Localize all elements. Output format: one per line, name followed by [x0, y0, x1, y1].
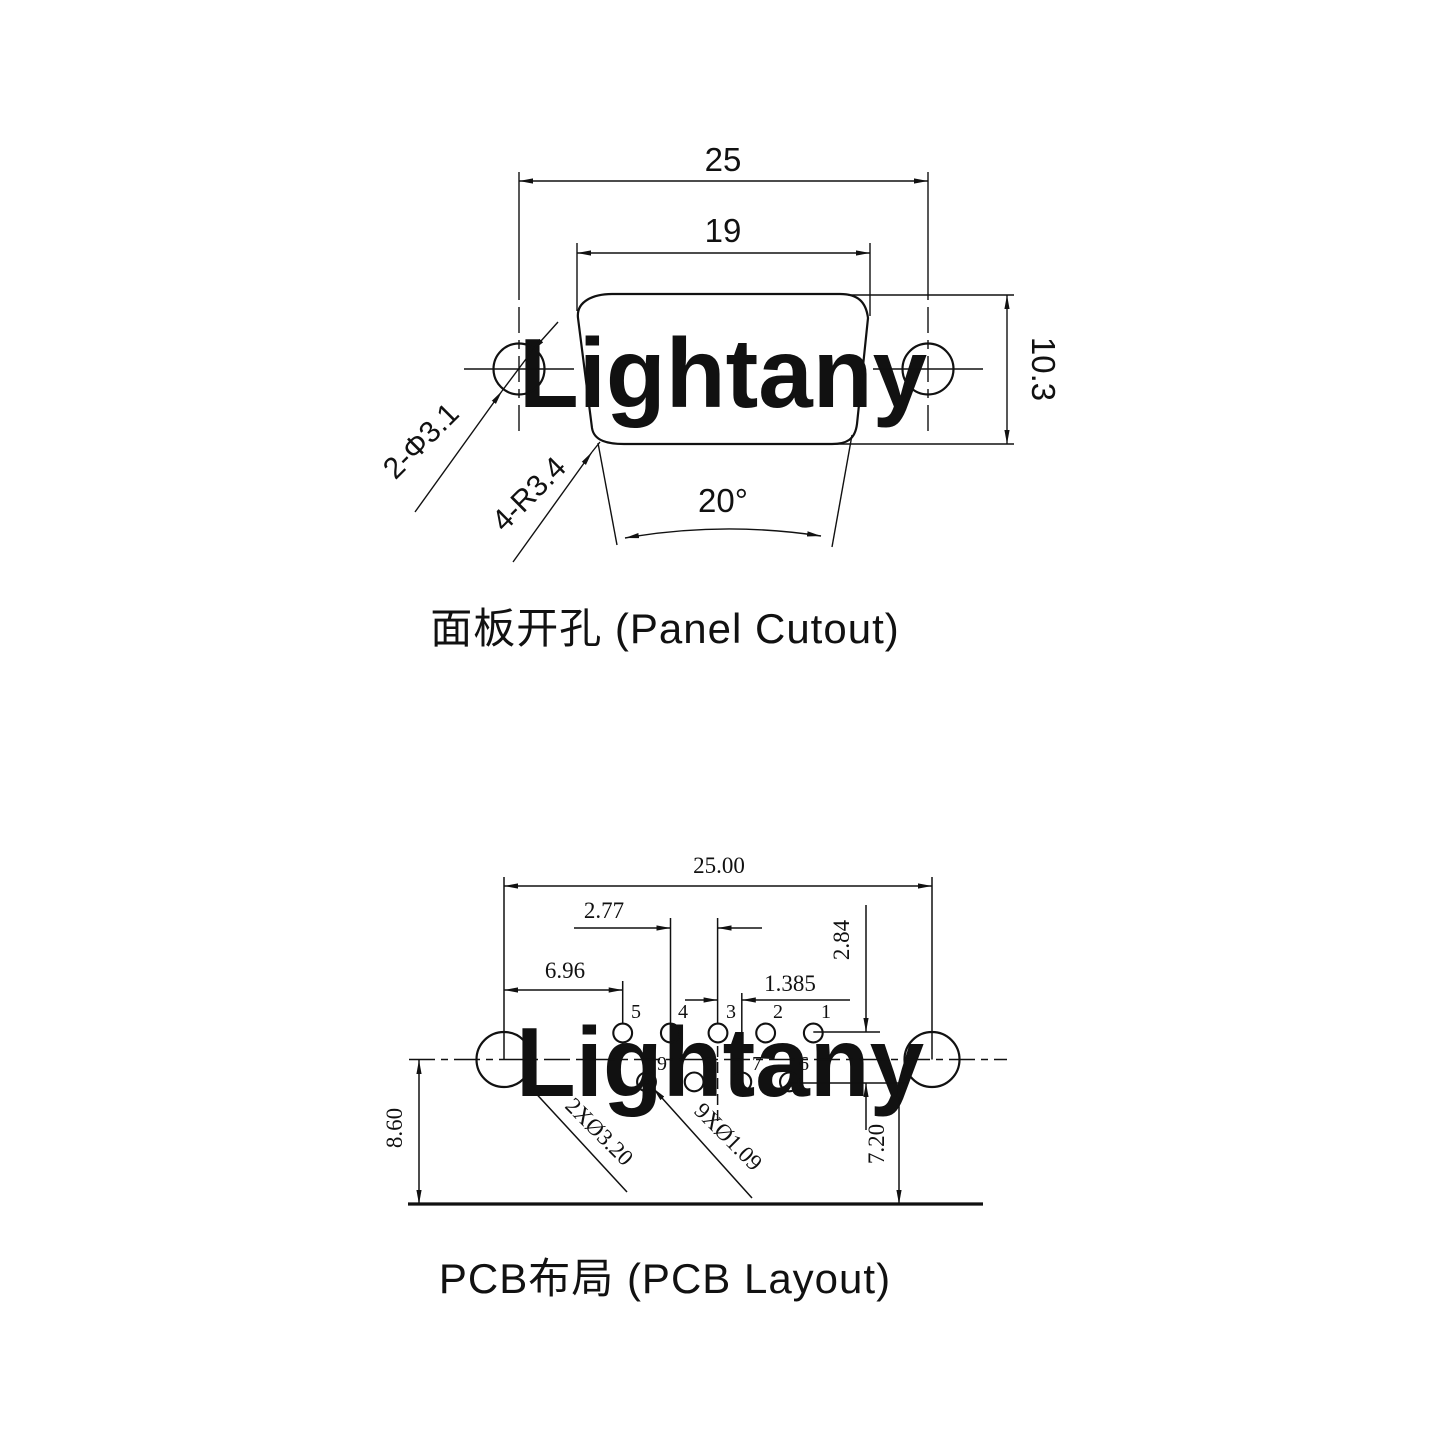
panel-dim-25-label: 25: [705, 141, 742, 178]
panel-dim-10-3: 10.3: [830, 294, 1062, 445]
pin-hole-5: [612, 1022, 634, 1044]
pcb-title: PCB布局 (PCB Layout): [439, 1255, 891, 1302]
pin-label-4: 4: [678, 1001, 688, 1023]
panel-leader-radius: 4-R3.4: [486, 441, 601, 563]
pcb-dim-2-77-label: 2.77: [584, 898, 624, 923]
pin-hole-7: [731, 1071, 753, 1093]
pcb-dim-2-77: 2.77: [574, 898, 762, 1023]
panel-dim-10-3-label: 10.3: [1025, 337, 1062, 401]
pin-row-top: 5 4 3 2 1: [612, 1001, 831, 1044]
pin-hole-3: [707, 1022, 729, 1044]
panel-dim-25: 25: [518, 141, 929, 300]
pin-label-2: 2: [773, 1001, 783, 1023]
panel-right-hole: [873, 307, 983, 431]
pcb-dim-1-385: 1.385: [685, 971, 850, 1071]
pcb-dim-2-84-label: 2.84: [829, 919, 854, 960]
pcb-left-mount-hole: [475, 1030, 533, 1089]
pcb-dim-1-385-label: 1.385: [764, 971, 816, 996]
pin-hole-2: [755, 1022, 777, 1044]
panel-dim-19: 19: [576, 212, 871, 316]
pcb-dim-25-00: 25.00: [503, 853, 933, 1060]
pin-hole-1: [802, 1022, 824, 1044]
panel-dim-19-label: 19: [705, 212, 742, 249]
pin-label-8: 8: [704, 1053, 714, 1075]
panel-angle-20: 20°: [597, 434, 853, 548]
pcb-dim-7-20-label: 7.20: [864, 1124, 889, 1164]
pin-hole-8: [683, 1071, 705, 1093]
pin-label-3: 3: [726, 1001, 736, 1023]
pin-label-1: 1: [821, 1001, 831, 1023]
pcb-dim-8-60: 8.60: [382, 1060, 422, 1204]
pin-hole-4: [659, 1022, 681, 1044]
watermark-pcb: Lightany: [516, 1007, 924, 1117]
pcb-dim-6-96: 6.96: [504, 958, 624, 1023]
pcb-dim-2-84: 2.84: [789, 905, 908, 1130]
pcb-dim-7-20: 7.20: [864, 1083, 902, 1204]
pin-label-6: 6: [799, 1053, 809, 1075]
pcb-dim-6-96-label: 6.96: [545, 958, 585, 983]
pcb-dim-8-60-label: 8.60: [382, 1108, 407, 1148]
panel-leader-radius-label: 4-R3.4: [486, 451, 573, 538]
pin-hole-9: [636, 1071, 657, 1093]
pin-label-9: 9: [657, 1053, 667, 1075]
pin-row-bottom: 9 8 7 6: [636, 1053, 809, 1093]
panel-angle-20-label: 20°: [698, 482, 748, 519]
panel-leader-holes-label: 2-Φ3.1: [377, 397, 466, 486]
pin-hole-6: [778, 1071, 800, 1093]
pcb-dim-25-00-label: 25.00: [693, 853, 745, 878]
pin-label-5: 5: [631, 1001, 641, 1023]
panel-title: 面板开孔 (Panel Cutout): [430, 605, 899, 652]
pin-9-center-dot: [644, 1079, 649, 1085]
pcb-right-mount-hole: [903, 1030, 961, 1089]
pin-label-7: 7: [752, 1053, 762, 1075]
